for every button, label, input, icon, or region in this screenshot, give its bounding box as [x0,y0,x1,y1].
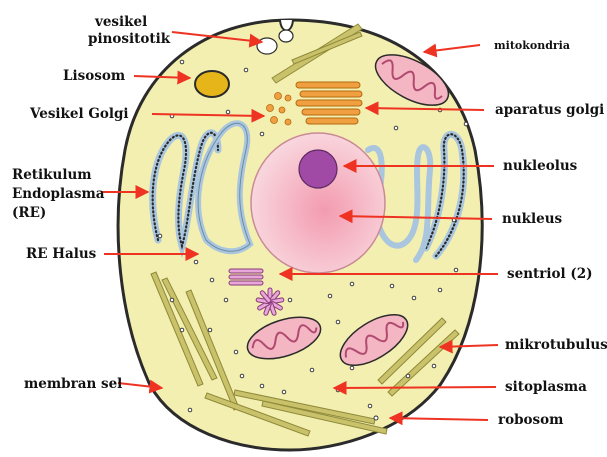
centriole-2 [255,287,285,316]
label-robosom: robosom [498,412,564,428]
ribosomes [157,59,469,421]
lysosome [194,70,230,98]
centriole-1 [228,268,264,286]
label-sentriol: sentriol (2) [507,266,593,282]
mitochondrion-top [374,54,450,106]
label-aparatus-golgi: aparatus golgi [495,102,605,118]
label-mitokondria: mitokondria [494,39,570,52]
smooth-er-left-outline [197,122,251,252]
label-membran-sel: membran sel [24,376,123,392]
golgi-apparatus [295,81,363,125]
nucleolus [298,149,338,189]
label-vesikel-pinositotik-l2: pinositotik [88,31,171,47]
label-nukleus: nukleus [502,211,563,227]
label-re-l1: Retikulum [12,167,92,183]
microtubules [150,23,460,437]
label-lisosom: Lisosom [63,68,126,84]
label-sitoplasma: sitoplasma [505,379,587,395]
label-vesikel-golgi: Vesikel Golgi [30,106,129,122]
label-re-halus: RE Halus [26,246,97,262]
label-re-l3: (RE) [12,205,47,221]
annotation-arrows [102,31,499,426]
pinocytotic-vesicle-2 [256,37,278,55]
rough-er-left [149,129,222,259]
label-nukleolus: nukleolus [503,158,578,174]
mitochondrion-bottom-right [339,313,409,367]
label-re-l2: Endoplasma [12,186,105,202]
label-vesikel-pinositotik-l1: vesikel [95,14,148,30]
pinocytotic-vesicle [278,29,294,43]
label-mikrotubulus: mikrotubulus [505,337,607,353]
pinocytotic-notch [279,19,294,32]
rough-er-right [422,130,468,260]
golgi-vesicles [266,92,292,126]
mitochondrion-bottom-left [246,316,322,360]
